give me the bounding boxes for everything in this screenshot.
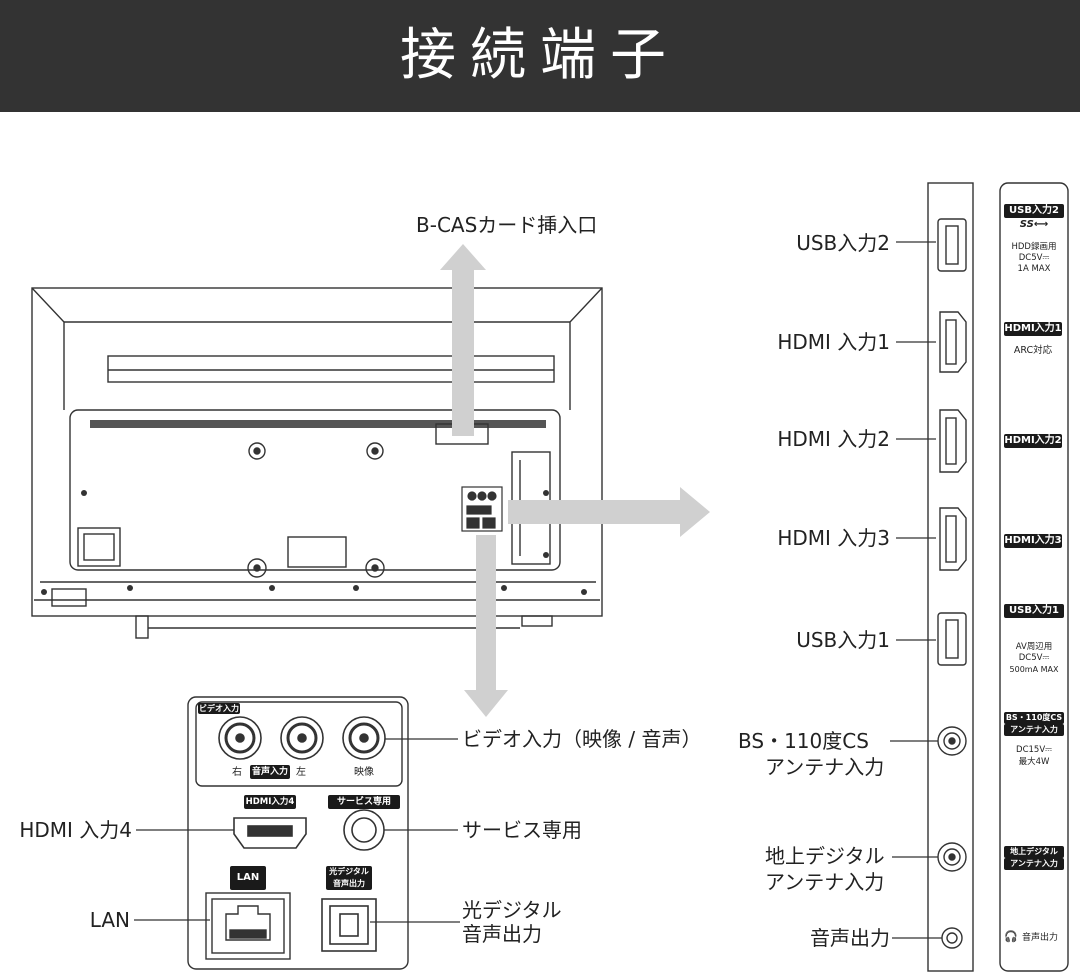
terrestrial-antenna-port (937, 842, 967, 872)
label-usb2: USB入力2 (796, 231, 890, 255)
side-panel (927, 182, 974, 972)
side-tag-hdmi1: HDMI入力1 (1004, 322, 1062, 336)
usb1-port (937, 612, 967, 666)
bs-antenna-port (937, 726, 967, 756)
power-inlet (77, 527, 121, 567)
panel-tag-optical-line1: 光デジタル (326, 866, 372, 878)
side-audio-out: 音声出力 (1021, 933, 1058, 943)
side-tag-terr-line1: 地上デジタル (1004, 846, 1064, 858)
terminal-panel (187, 696, 409, 970)
rca-left-jack (280, 716, 324, 760)
panel-tag-service: サービス専用 (328, 795, 400, 809)
usb2-port (937, 218, 967, 272)
label-service: サービス専用 (462, 818, 582, 842)
panel-label-right: 右 (232, 767, 242, 778)
side-label-strip (999, 182, 1069, 972)
panel-tag-hdmi4: HDMI入力4 (244, 795, 296, 809)
label-bcas-slot: B-CASカード挿入口 (416, 213, 598, 237)
rca-right-jack (218, 716, 262, 760)
label-hdmi4: HDMI 入力4 (19, 818, 132, 842)
side-bs-line1: DC15V⎓ (1016, 745, 1052, 755)
label-hdmi3: HDMI 入力3 (777, 526, 890, 550)
label-optical-line1: 光デジタル (462, 898, 562, 922)
hdmi4-port (233, 817, 307, 849)
arrow-right (508, 487, 710, 537)
label-terrestrial-line1: 地上デジタル (765, 844, 885, 868)
side-usb2-line3: 1A MAX (1017, 264, 1051, 274)
side-tag-hdmi2: HDMI入力2 (1004, 434, 1062, 448)
side-usb1-line3: 500mA MAX (1009, 665, 1059, 674)
side-usb2-line2: DC5V⎓ (1018, 253, 1050, 263)
side-usb2-line1: HDD録画用 (1011, 242, 1057, 252)
panel-label-video: 映像 (354, 767, 374, 778)
panel-tag-audio-input: 音声入力 (250, 765, 290, 779)
arrow-up (440, 244, 486, 436)
tv-rear-body (31, 287, 603, 639)
panel-tag-lan: LAN (230, 866, 266, 890)
video-input-group (195, 701, 403, 787)
side-usb1-line1: AV周辺用 (1015, 642, 1053, 652)
side-usb2-ss: SS⟷ (1019, 219, 1049, 230)
tv-small-plate (51, 588, 87, 607)
side-tag-hdmi3: HDMI入力3 (1004, 534, 1062, 548)
label-audio-out: 音声出力 (810, 926, 890, 950)
side-tag-bs-line1: BS・110度CS (1004, 712, 1064, 724)
arrow-down (464, 535, 508, 717)
label-lan: LAN (89, 908, 130, 932)
optical-port (321, 898, 377, 952)
lan-port (205, 892, 291, 960)
leader-lines (134, 241, 942, 939)
side-tag-terr-line2: アンテナ入力 (1004, 858, 1064, 870)
headphone-icon: 🎧 (1004, 930, 1018, 943)
audio-out-port (941, 927, 963, 949)
label-hdmi1: HDMI 入力1 (777, 330, 890, 354)
panel-label-left: 左 (296, 767, 306, 778)
hdmi1-port (939, 311, 967, 373)
label-video-input: ビデオ入力（映像 / 音声） (462, 727, 702, 751)
label-hdmi2: HDMI 入力2 (777, 427, 890, 451)
label-usb1: USB入力1 (796, 628, 890, 652)
side-bs-line2: 最大4W (1018, 757, 1050, 767)
side-hdmi1-arc: ARC対応 (1013, 345, 1053, 356)
side-tag-usb1: USB入力1 (1004, 604, 1064, 618)
side-usb1-line2: DC5V⎓ (1018, 653, 1050, 663)
side-tag-usb2: USB入力2 (1004, 204, 1064, 218)
rca-video-jack (342, 716, 386, 760)
label-bs-antenna-line1: BS・110度CS (738, 729, 869, 753)
header-bar (0, 0, 1080, 112)
panel-tag-video-input: ビデオ入力 (198, 703, 240, 714)
panel-tag-optical-line2: 音声出力 (326, 878, 372, 890)
screws (41, 490, 587, 595)
vent-strip (90, 420, 546, 428)
service-port (343, 809, 385, 851)
mount-holes (247, 442, 385, 578)
rear-terminal-block (461, 486, 503, 532)
hdmi3-port (939, 507, 967, 571)
page-title: 接続端子 (400, 23, 680, 88)
tv-label-plate (287, 536, 347, 568)
label-optical-line2: 音声出力 (462, 922, 542, 946)
hdmi2-port (939, 409, 967, 473)
side-tag-bs-line2: アンテナ入力 (1004, 724, 1064, 736)
label-bs-antenna-line2: アンテナ入力 (765, 755, 885, 779)
label-terrestrial-line2: アンテナ入力 (765, 870, 885, 894)
